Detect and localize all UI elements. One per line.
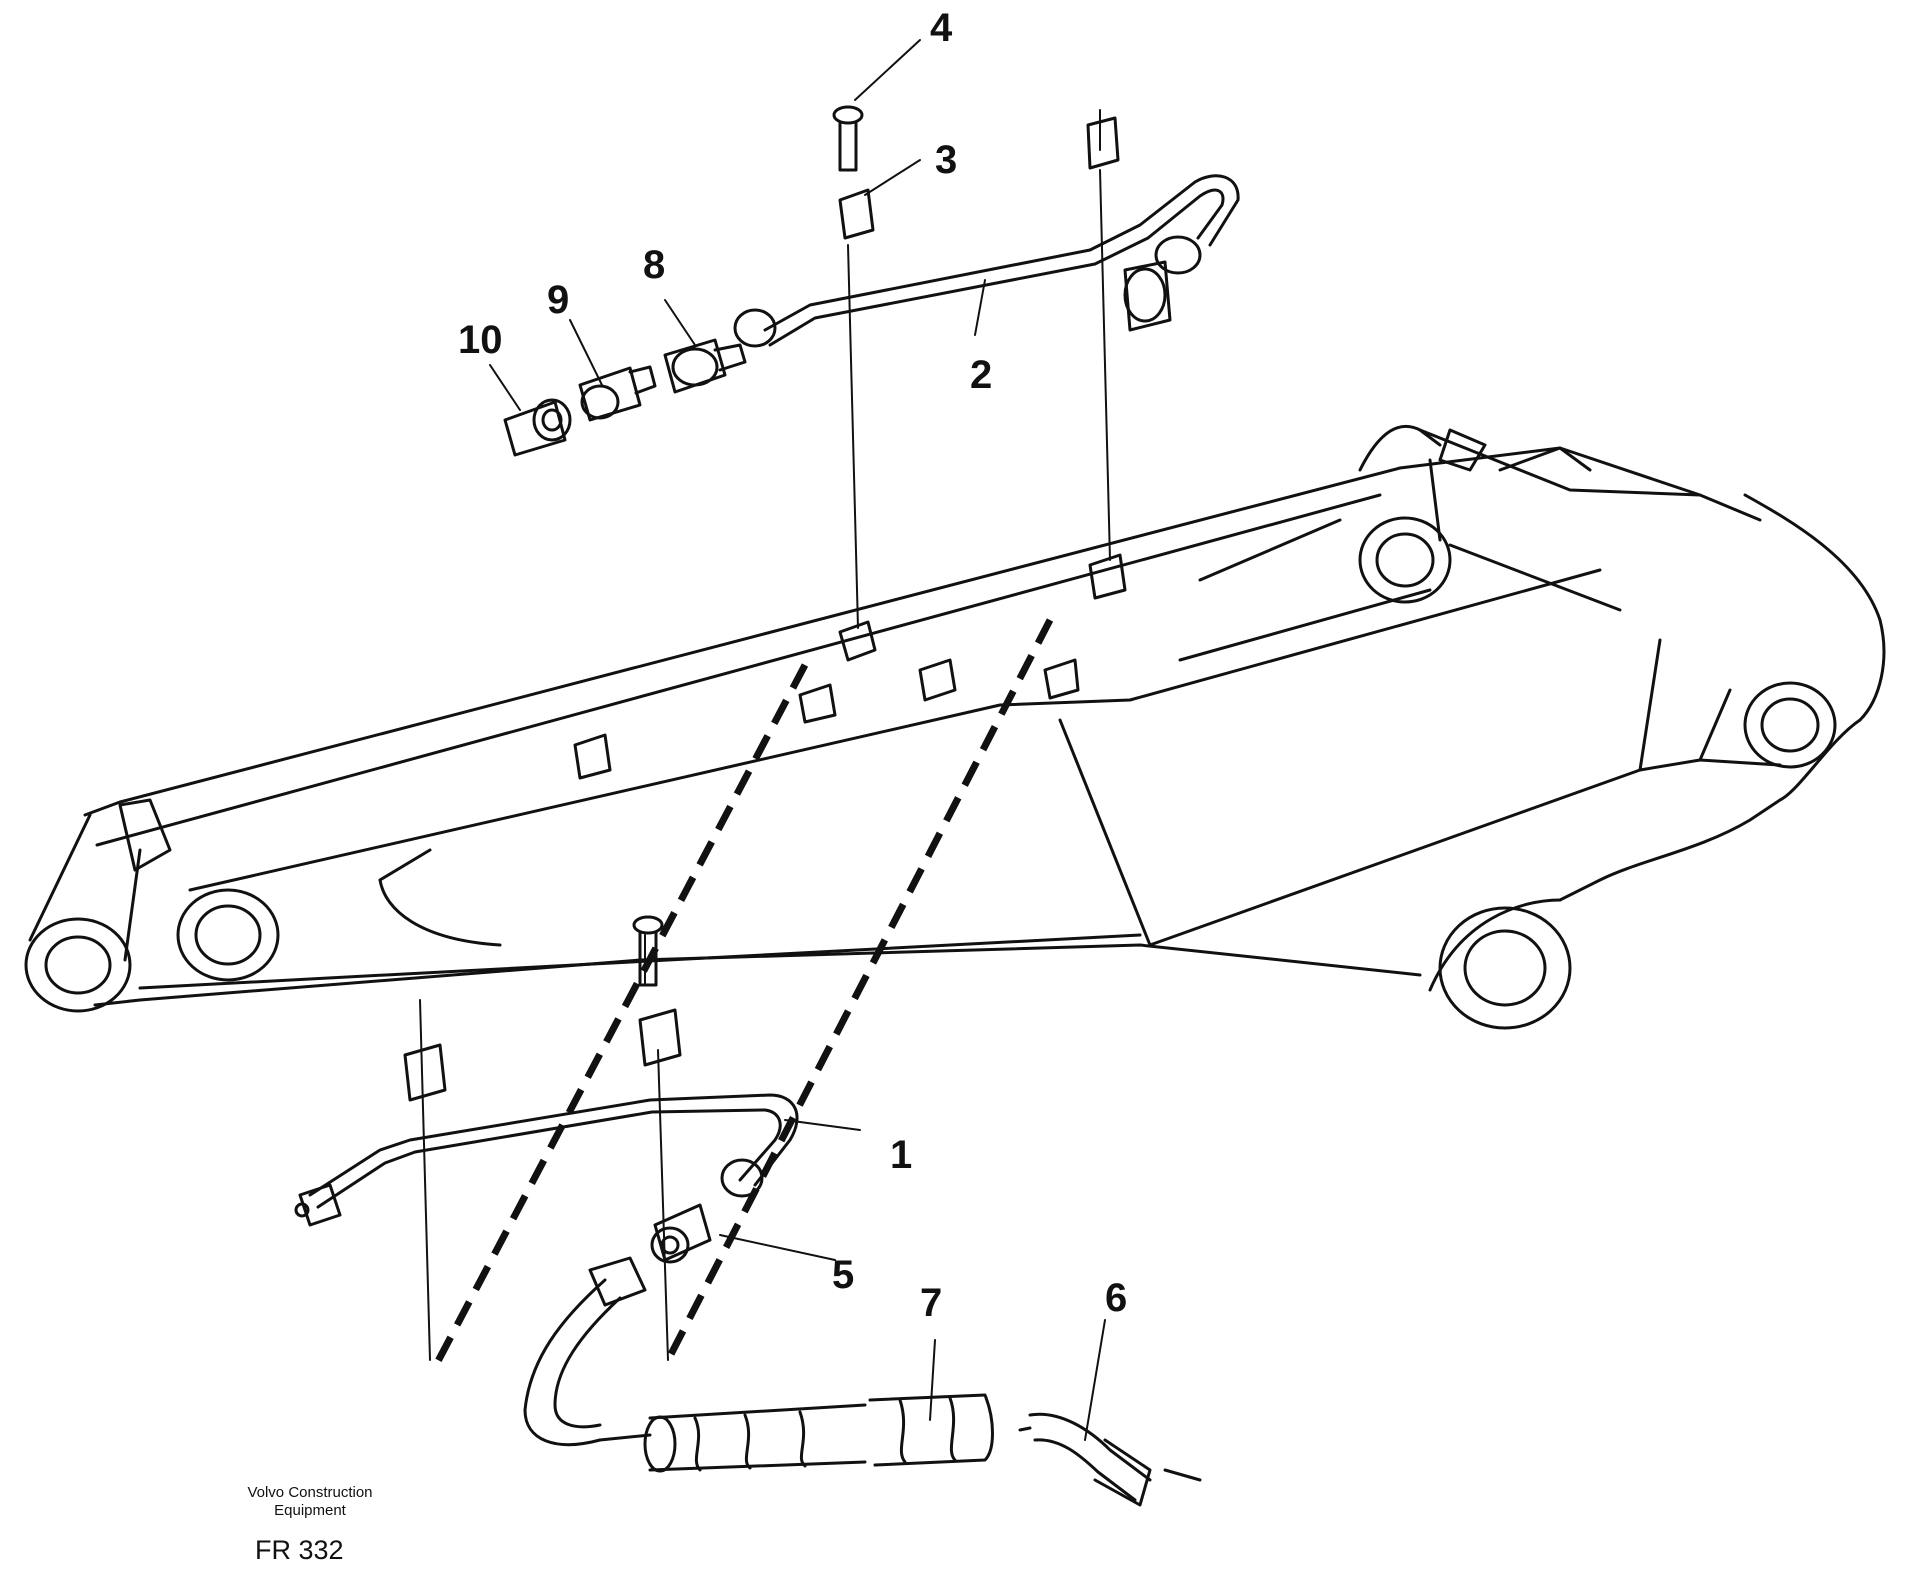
upper-pipe xyxy=(733,174,1240,348)
callout-3: 3 xyxy=(935,138,958,182)
callout-9: 9 xyxy=(547,278,570,322)
fitting-8 xyxy=(663,338,747,394)
bolt-bottom xyxy=(632,915,664,987)
brackets xyxy=(118,116,1127,1102)
fitting-5 xyxy=(650,1203,712,1264)
dashed-reference-lines xyxy=(432,618,1054,1367)
callout-5: 5 xyxy=(832,1253,855,1297)
callout-4: 4 xyxy=(930,6,953,50)
cable-6 xyxy=(1028,1412,1202,1507)
callout-8: 8 xyxy=(643,243,666,287)
fitting-10 xyxy=(503,398,572,457)
drawing-code: FR 332 xyxy=(255,1535,344,1565)
callout-1: 1 xyxy=(890,1133,913,1177)
bolt-top xyxy=(832,105,864,172)
callout-leaders xyxy=(489,39,1106,1441)
callout-10: 10 xyxy=(458,318,503,362)
callout-2: 2 xyxy=(970,353,993,397)
lower-pipe xyxy=(294,1093,799,1227)
fitting-9 xyxy=(578,365,657,422)
boom-arm xyxy=(24,424,1886,1030)
alignment-lines xyxy=(419,109,1111,1361)
hose xyxy=(523,1256,1032,1447)
callout-6: 6 xyxy=(1105,1276,1128,1320)
callout-7: 7 xyxy=(920,1281,943,1325)
company-line-1: Volvo Construction xyxy=(247,1484,373,1501)
hose-guard xyxy=(643,1393,994,1473)
company-line-2: Equipment xyxy=(274,1502,346,1519)
company-name: Volvo Construction Equipment xyxy=(225,1484,395,1520)
